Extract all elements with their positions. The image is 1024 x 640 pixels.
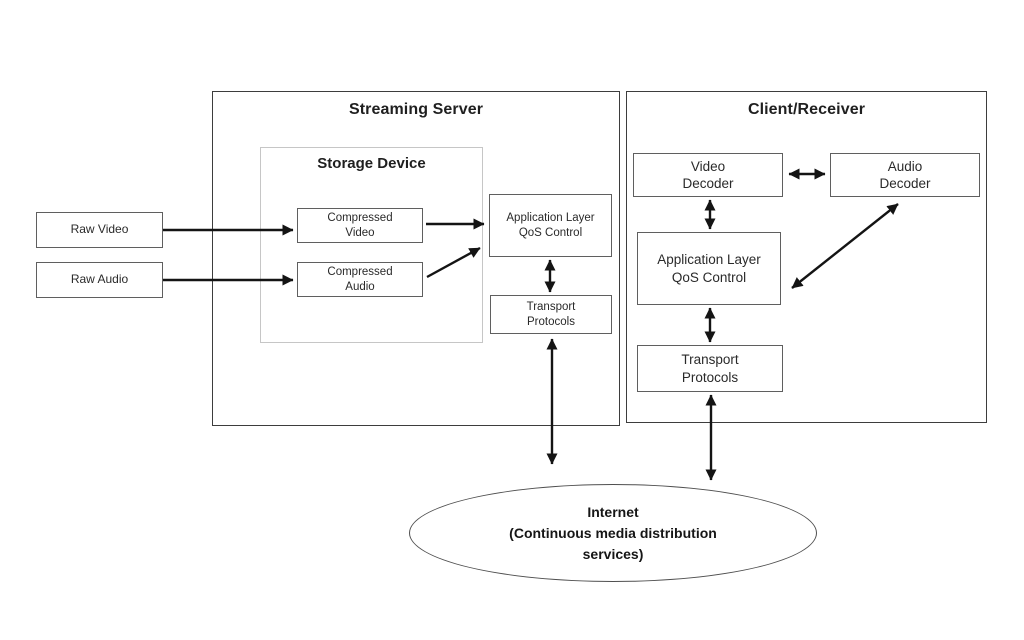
client-receiver-title: Client/Receiver	[747, 101, 866, 118]
client-transport-box: Transport Protocols	[637, 345, 783, 392]
client-qos-box: Application Layer QoS Control	[637, 232, 781, 305]
compressed-audio-box: Compressed Audio	[297, 262, 423, 297]
internet-ellipse: Internet (Continuous media distribution …	[409, 484, 817, 582]
internet-label: Internet (Continuous media distribution …	[509, 503, 717, 562]
video-decoder-box: Video Decoder	[633, 153, 783, 197]
server-qos-box: Application Layer QoS Control	[489, 194, 612, 257]
client-receiver-box	[626, 91, 987, 423]
audio-decoder-box: Audio Decoder	[830, 153, 980, 197]
server-transport-box: Transport Protocols	[490, 295, 612, 334]
streaming-server-box	[212, 91, 620, 426]
raw-video-box: Raw Video	[36, 212, 163, 248]
storage-device-box	[260, 147, 483, 343]
storage-device-title: Storage Device	[317, 155, 426, 172]
compressed-video-box: Compressed Video	[297, 208, 423, 243]
streaming-server-title: Streaming Server	[348, 101, 484, 118]
raw-audio-box: Raw Audio	[36, 262, 163, 298]
